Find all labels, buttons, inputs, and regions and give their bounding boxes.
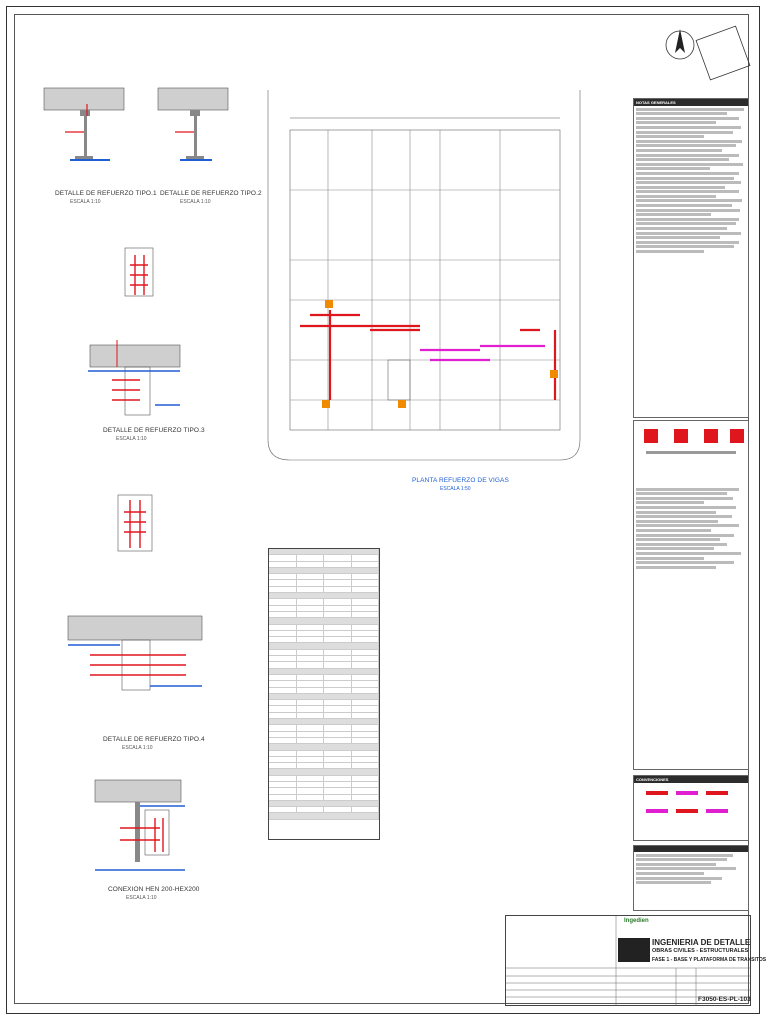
title-block: Ingedien INGENIERIA DE DETALLE OBRAS CIV… <box>505 915 766 1006</box>
conventions-symbols <box>646 791 728 813</box>
plan-scale: ESCALA 1:50 <box>440 486 471 492</box>
detail-1-graphic <box>43 87 125 161</box>
conventions-block: CONVENCIONES <box>633 775 749 841</box>
detail-4-scale: ESCALA 1:10 <box>122 745 153 751</box>
plan-title: PLANTA REFUERZO DE VIGAS <box>412 477 509 484</box>
detail-5-title: CONEXION HEN 200-HEX200 <box>108 886 200 893</box>
detail-3-title: DETALLE DE REFUERZO TIPO.3 <box>103 427 205 434</box>
detail-5-graphic <box>94 779 185 871</box>
detail-1-title: DETALLE DE REFUERZO TIPO.1 <box>55 190 157 197</box>
company-logo: Ingedien <box>624 918 649 924</box>
detail-3-scale: ESCALA 1:10 <box>116 436 147 442</box>
general-notes-block: NOTAS GENERALES <box>633 98 749 418</box>
steel-schedule-table <box>268 548 380 840</box>
stamp-graphic <box>695 25 751 81</box>
references-block <box>633 845 749 911</box>
title-line-1: INGENIERIA DE DETALLE <box>652 938 751 947</box>
detail-2-graphic <box>157 87 229 161</box>
detail-4-graphic <box>67 494 203 691</box>
conventions-heading: CONVENCIONES <box>634 776 748 783</box>
specifications-block <box>633 420 749 770</box>
detail-3-graphic <box>88 247 181 416</box>
plan-reinforcement <box>300 300 558 408</box>
detail-2-title: DETALLE DE REFUERZO TIPO.2 <box>160 190 262 197</box>
drawing-sheet <box>6 6 760 1014</box>
legend-sketch <box>644 429 744 454</box>
detail-1-scale: ESCALA 1:10 <box>70 199 101 205</box>
title-line-3: FASE 1 - BASE Y PLATAFORMA DE TRANSITOS <box>652 957 767 963</box>
detail-4-title: DETALLE DE REFUERZO TIPO.4 <box>103 736 205 743</box>
title-block-grid <box>506 916 750 1005</box>
notes-heading: NOTAS GENERALES <box>634 99 748 106</box>
title-line-2: OBRAS CIVILES - ESTRUCTURALES <box>652 948 749 954</box>
north-arrow-icon <box>665 29 695 60</box>
detail-2-scale: ESCALA 1:10 <box>180 199 211 205</box>
plan-graphic <box>267 90 581 461</box>
detail-5-scale: ESCALA 1:10 <box>126 895 157 901</box>
drawing-code: F3050-ES-PL-103 <box>698 996 751 1003</box>
